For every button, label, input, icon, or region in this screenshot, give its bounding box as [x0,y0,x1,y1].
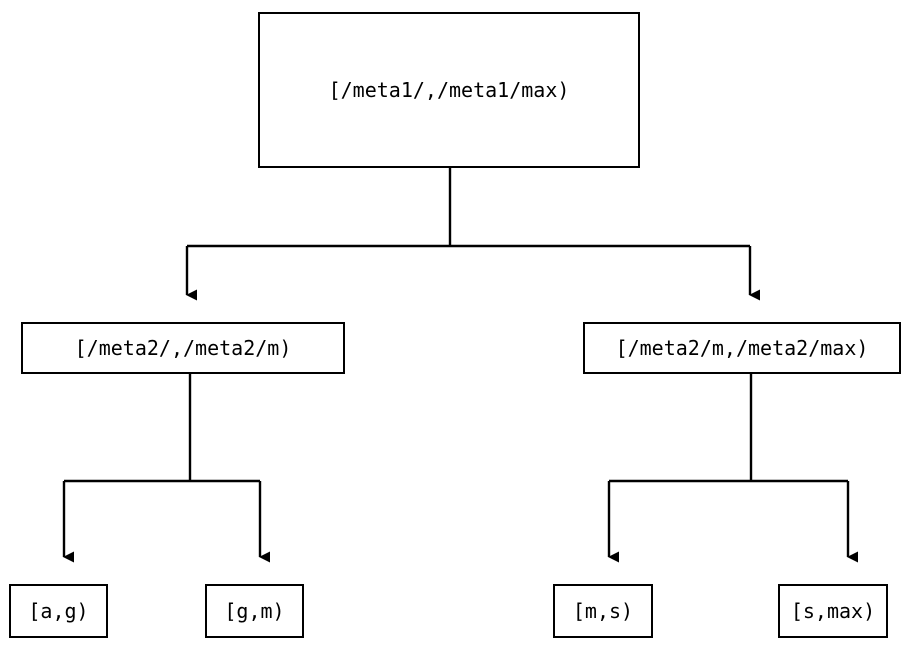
edge-mid-right-stem [609,374,848,483]
tree-node-leaf-smax-label: [s,max) [790,599,876,623]
tree-node-mid-left-label: [/meta2/,/meta2/m) [74,336,292,360]
tree-node-leaf-ms[interactable]: [m,s) [553,584,653,638]
tree-node-leaf-ag-label: [a,g) [28,599,89,623]
tree-node-leaf-ms-label: [m,s) [572,599,634,623]
tree-node-mid-right-label: [/meta2/m,/meta2/max) [615,336,869,360]
edge-mid-left-stem [64,374,260,483]
tree-node-leaf-ag[interactable]: [a,g) [9,584,108,638]
tree-node-leaf-gm[interactable]: [g,m) [205,584,304,638]
tree-node-root-label: [/meta1/,/meta1/max) [328,78,570,102]
edge-root-stem [187,168,750,248]
tree-node-root[interactable]: [/meta1/,/meta1/max) [258,12,640,168]
tree-node-leaf-gm-label: [g,m) [224,599,285,623]
tree-node-mid-left[interactable]: [/meta2/,/meta2/m) [21,322,345,374]
tree-node-leaf-smax[interactable]: [s,max) [778,584,888,638]
tree-node-mid-right[interactable]: [/meta2/m,/meta2/max) [583,322,901,374]
